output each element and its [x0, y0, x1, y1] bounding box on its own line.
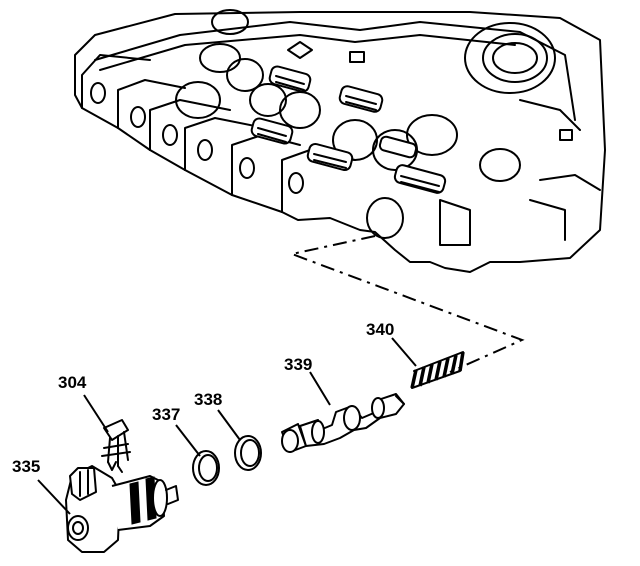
- label-304: 304: [58, 373, 87, 392]
- o-ring-337: [192, 450, 220, 486]
- retainer-clip-304: [101, 419, 131, 473]
- o-ring-338: [234, 435, 262, 471]
- clip-plates: [250, 65, 447, 194]
- label-337: 337: [152, 405, 180, 424]
- label-340: 340: [366, 320, 394, 339]
- label-335: 335: [12, 457, 40, 476]
- assembly-path-line: [288, 235, 525, 373]
- label-339: 339: [284, 355, 312, 374]
- label-338: 338: [194, 390, 222, 409]
- leader-lines: [37, 337, 417, 515]
- valve-spool-339: [281, 393, 405, 453]
- solenoid-335: [65, 465, 179, 553]
- spring-340: [410, 351, 465, 389]
- valve-body-casting: [74, 9, 606, 273]
